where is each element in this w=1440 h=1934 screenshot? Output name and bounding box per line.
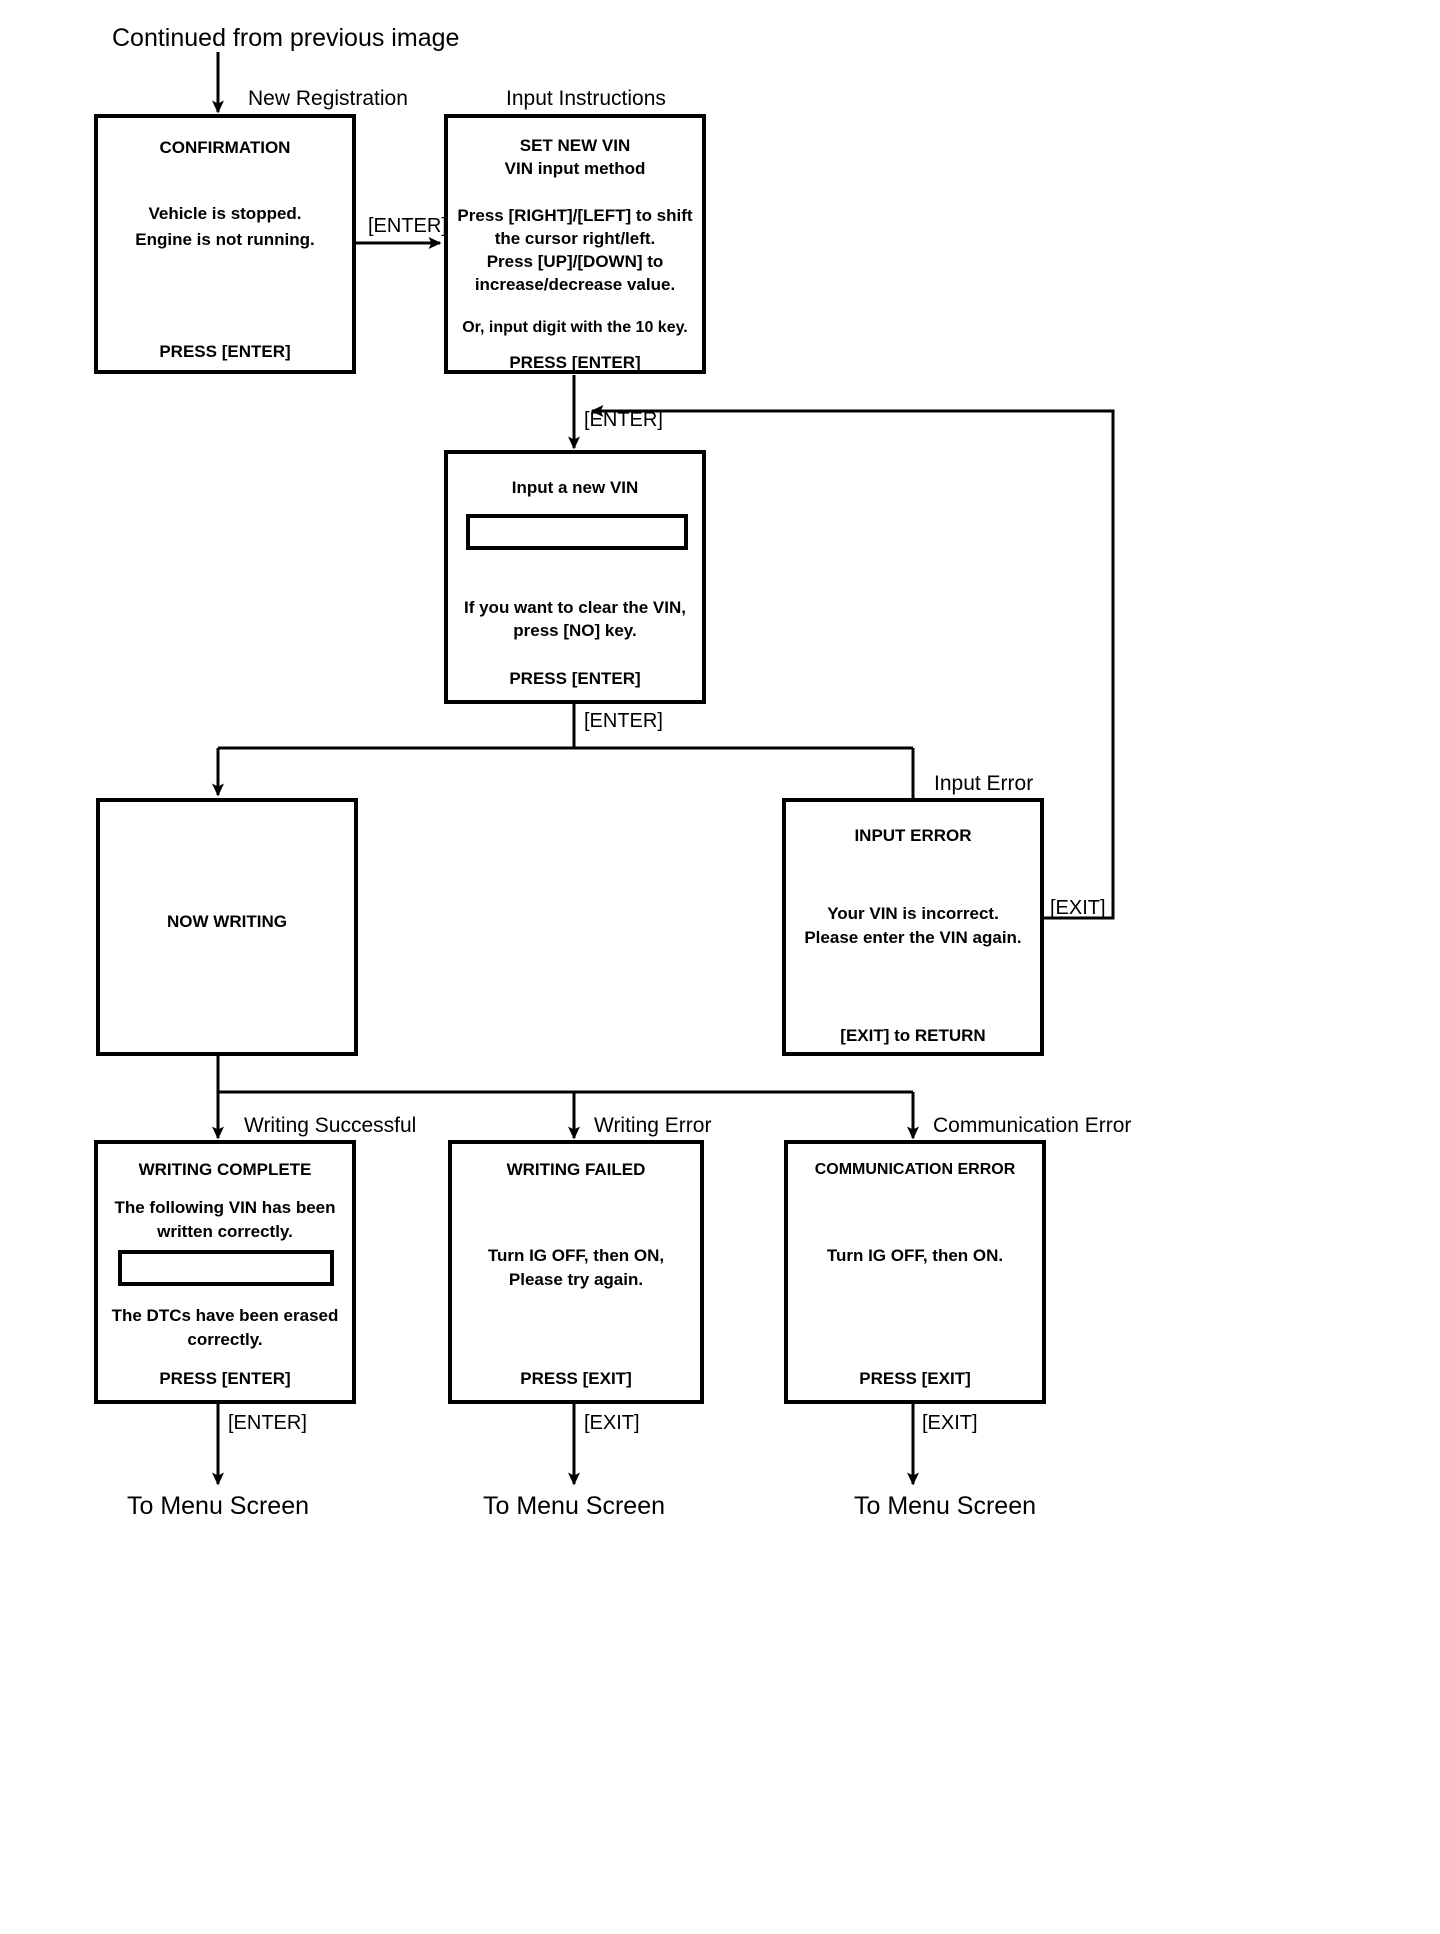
confirmation-title: CONFIRMATION xyxy=(159,138,291,157)
input-new-vin-line-2: press [NO] key. xyxy=(513,621,637,640)
label-writing-successful: Writing Successful xyxy=(244,1114,417,1137)
terminal-menu-2: To Menu Screen xyxy=(482,1492,666,1520)
label-new-registration: New Registration xyxy=(248,87,408,110)
edge-label-enter-3: [ENTER] xyxy=(584,710,663,732)
edge-label-enter-2: [ENTER] xyxy=(584,409,663,431)
set-new-vin-line-3: Press [UP]/[DOWN] to xyxy=(486,252,664,271)
communication-error-line-1: Turn IG OFF, then ON. xyxy=(826,1246,1004,1265)
screen-now-writing[interactable]: NOW WRITING xyxy=(96,798,358,1056)
writing-complete-line-2: written correctly. xyxy=(157,1222,293,1241)
written-vin-field[interactable] xyxy=(118,1250,334,1286)
set-new-vin-subtitle: VIN input method xyxy=(504,159,646,178)
screen-writing-failed[interactable]: WRITING FAILED Turn IG OFF, then ON, Ple… xyxy=(448,1140,704,1404)
communication-error-footer: PRESS [EXIT] xyxy=(859,1369,971,1388)
edge-label-exit-failed: [EXIT] xyxy=(584,1412,640,1434)
input-new-vin-line-1: If you want to clear the VIN, xyxy=(464,598,686,617)
confirmation-line-1: Vehicle is stopped. xyxy=(148,204,302,223)
set-new-vin-line-1: Press [RIGHT]/[LEFT] to shift xyxy=(457,206,693,225)
label-writing-error: Writing Error xyxy=(594,1114,712,1137)
now-writing-title: NOW WRITING xyxy=(167,912,287,931)
continued-note: Continued from previous image xyxy=(112,24,460,52)
confirmation-footer: PRESS [ENTER] xyxy=(159,342,291,361)
confirmation-line-2: Engine is not running. xyxy=(135,230,315,249)
writing-failed-line-2: Please try again. xyxy=(508,1270,644,1289)
edge-label-exit-loop: [EXIT] xyxy=(1050,897,1106,919)
input-error-line-1: Your VIN is incorrect. xyxy=(827,904,999,923)
input-new-vin-title: Input a new VIN xyxy=(511,478,639,497)
writing-complete-title: WRITING COMPLETE xyxy=(138,1160,312,1179)
written-vin-value xyxy=(122,1254,330,1258)
set-new-vin-footer: PRESS [ENTER] xyxy=(509,353,641,372)
input-error-line-2: Please enter the VIN again. xyxy=(804,928,1022,947)
vin-input-value xyxy=(470,518,684,522)
input-new-vin-footer: PRESS [ENTER] xyxy=(509,669,641,688)
writing-complete-footer: PRESS [ENTER] xyxy=(159,1369,291,1388)
screen-set-new-vin[interactable]: SET NEW VIN VIN input method Press [RIGH… xyxy=(444,114,706,374)
set-new-vin-line-2: the cursor right/left. xyxy=(494,229,656,248)
writing-failed-line-1: Turn IG OFF, then ON, xyxy=(487,1246,665,1265)
label-communication-error: Communication Error xyxy=(933,1114,1132,1137)
set-new-vin-line-5: Or, input digit with the 10 key. xyxy=(462,319,688,336)
input-error-title: INPUT ERROR xyxy=(854,826,972,845)
writing-failed-footer: PRESS [EXIT] xyxy=(520,1369,632,1388)
edge-label-enter-1: [ENTER] xyxy=(368,215,447,237)
set-new-vin-title: SET NEW VIN xyxy=(519,136,631,155)
edge-label-exit-comm: [EXIT] xyxy=(922,1412,978,1434)
terminal-menu-1: To Menu Screen xyxy=(126,1492,310,1520)
vin-input-field[interactable] xyxy=(466,514,688,550)
writing-failed-title: WRITING FAILED xyxy=(506,1160,646,1179)
label-input-instructions: Input Instructions xyxy=(506,87,666,110)
communication-error-title: COMMUNICATION ERROR xyxy=(814,1161,1016,1178)
label-input-error: Input Error xyxy=(934,772,1034,795)
set-new-vin-line-4: increase/decrease value. xyxy=(474,275,676,294)
terminal-menu-3: To Menu Screen xyxy=(853,1492,1037,1520)
screen-input-new-vin[interactable]: Input a new VIN If you want to clear the… xyxy=(444,450,706,704)
input-error-footer: [EXIT] to RETURN xyxy=(840,1026,986,1045)
screen-confirmation[interactable]: CONFIRMATION Vehicle is stopped. Engine … xyxy=(94,114,356,374)
screen-communication-error[interactable]: COMMUNICATION ERROR Turn IG OFF, then ON… xyxy=(784,1140,1046,1404)
writing-complete-line-4: correctly. xyxy=(187,1330,263,1349)
writing-complete-line-3: The DTCs have been erased xyxy=(111,1306,339,1325)
screen-writing-complete[interactable]: WRITING COMPLETE The following VIN has b… xyxy=(94,1140,356,1404)
writing-complete-line-1: The following VIN has been xyxy=(114,1198,336,1217)
edge-label-enter-complete: [ENTER] xyxy=(228,1412,307,1434)
screen-input-error[interactable]: INPUT ERROR Your VIN is incorrect. Pleas… xyxy=(782,798,1044,1056)
